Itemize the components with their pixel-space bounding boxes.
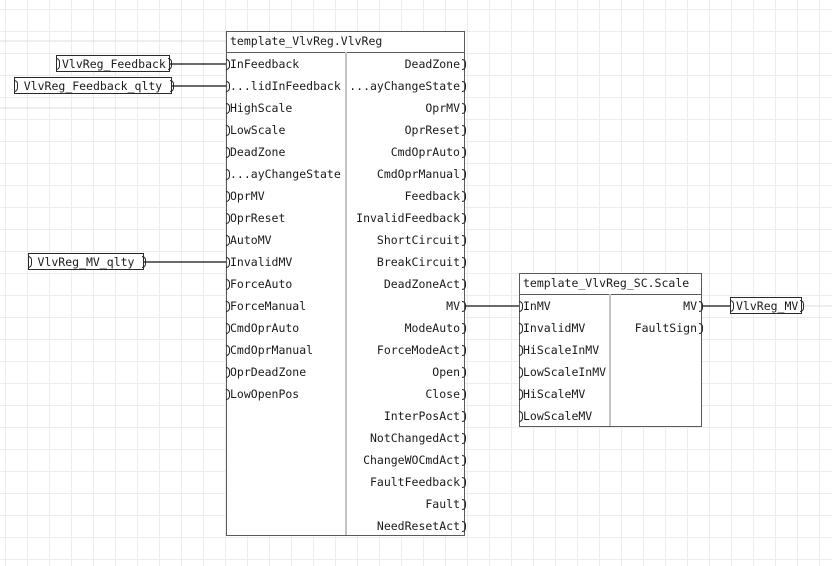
output-pin[interactable]: ChangeWOCmdAct [347,451,466,469]
output-pin[interactable]: Fault [347,495,466,513]
output-pin[interactable]: DeadZone [347,55,466,73]
tag-vlvreg-mv-qlty[interactable]: VlvReg_MV_qlty [28,253,146,270]
input-pin[interactable]: DeadZone [226,143,345,161]
output-pin[interactable]: OprMV [347,99,466,117]
output-pin[interactable]: DeadZoneAct [347,275,466,293]
input-pin[interactable]: ...lidInFeedback [226,77,345,95]
function-block-vlvreg[interactable]: template_VlvReg.VlvReg InFeedback ...lidI… [226,31,466,536]
input-pin[interactable]: LowOpenPos [226,385,345,403]
tag-vlvreg-feedback[interactable]: VlvReg_Feedback [56,55,172,72]
input-pin[interactable]: InFeedback [226,55,345,73]
output-pin[interactable]: NotChangedAct [347,429,466,447]
output-pin[interactable]: OprReset [347,121,466,139]
output-pin[interactable]: CmdOprAuto [347,143,466,161]
input-pin[interactable]: HighScale [226,99,345,117]
input-pin[interactable]: InMV [519,297,609,315]
input-pin[interactable]: HiScaleInMV [519,341,609,359]
output-pin[interactable]: NeedResetAct [347,517,466,535]
output-pin[interactable]: ShortCircuit [347,231,466,249]
output-pin[interactable]: InterPosAct [347,407,466,425]
output-pin[interactable]: MV [611,297,703,315]
input-pin[interactable]: OprReset [226,209,345,227]
block-title: template_VlvReg.VlvReg [227,32,464,53]
output-pin[interactable]: InvalidFeedback [347,209,466,227]
output-pin[interactable]: Close [347,385,466,403]
output-pin[interactable]: ModeAuto [347,319,466,337]
input-pin[interactable]: OprMV [226,187,345,205]
input-pin[interactable]: OprDeadZone [226,363,345,381]
block-divider [345,52,347,535]
input-pin[interactable]: CmdOprManual [226,341,345,359]
block-divider [609,294,611,426]
output-pin[interactable]: CmdOprManual [347,165,466,183]
input-pin[interactable]: InvalidMV [519,319,609,337]
input-pin[interactable]: LowScaleInMV [519,363,609,381]
input-pin[interactable]: CmdOprAuto [226,319,345,337]
output-pin[interactable]: Open [347,363,466,381]
output-pin[interactable]: ForceModeAct [347,341,466,359]
input-pin[interactable]: LowScale [226,121,345,139]
output-pin[interactable]: FaultSign [611,319,703,337]
function-block-scale[interactable]: template_VlvReg_SC.Scale InMV InvalidMV Hi… [519,273,703,427]
input-pin[interactable]: HiScaleMV [519,385,609,403]
tag-vlvreg-feedback-qlty[interactable]: VlvReg_Feedback_qlty [14,77,174,94]
tag-vlvreg-mv[interactable]: VlvReg_MV [730,297,804,314]
input-pin[interactable]: LowScaleMV [519,407,609,425]
input-pin[interactable]: ForceManual [226,297,345,315]
input-pin[interactable]: AutoMV [226,231,345,249]
output-pin[interactable]: ...ayChangeState [347,77,466,95]
block-title: template_VlvReg_SC.Scale [520,274,701,295]
output-pin[interactable]: FaultFeedback [347,473,466,491]
output-pin[interactable]: BreakCircuit [347,253,466,271]
output-pin[interactable]: Feedback [347,187,466,205]
input-pin[interactable]: ForceAuto [226,275,345,293]
output-pin[interactable]: MV [347,297,466,315]
input-pin[interactable]: ...ayChangeState [226,165,345,183]
input-pin[interactable]: InvalidMV [226,253,345,271]
